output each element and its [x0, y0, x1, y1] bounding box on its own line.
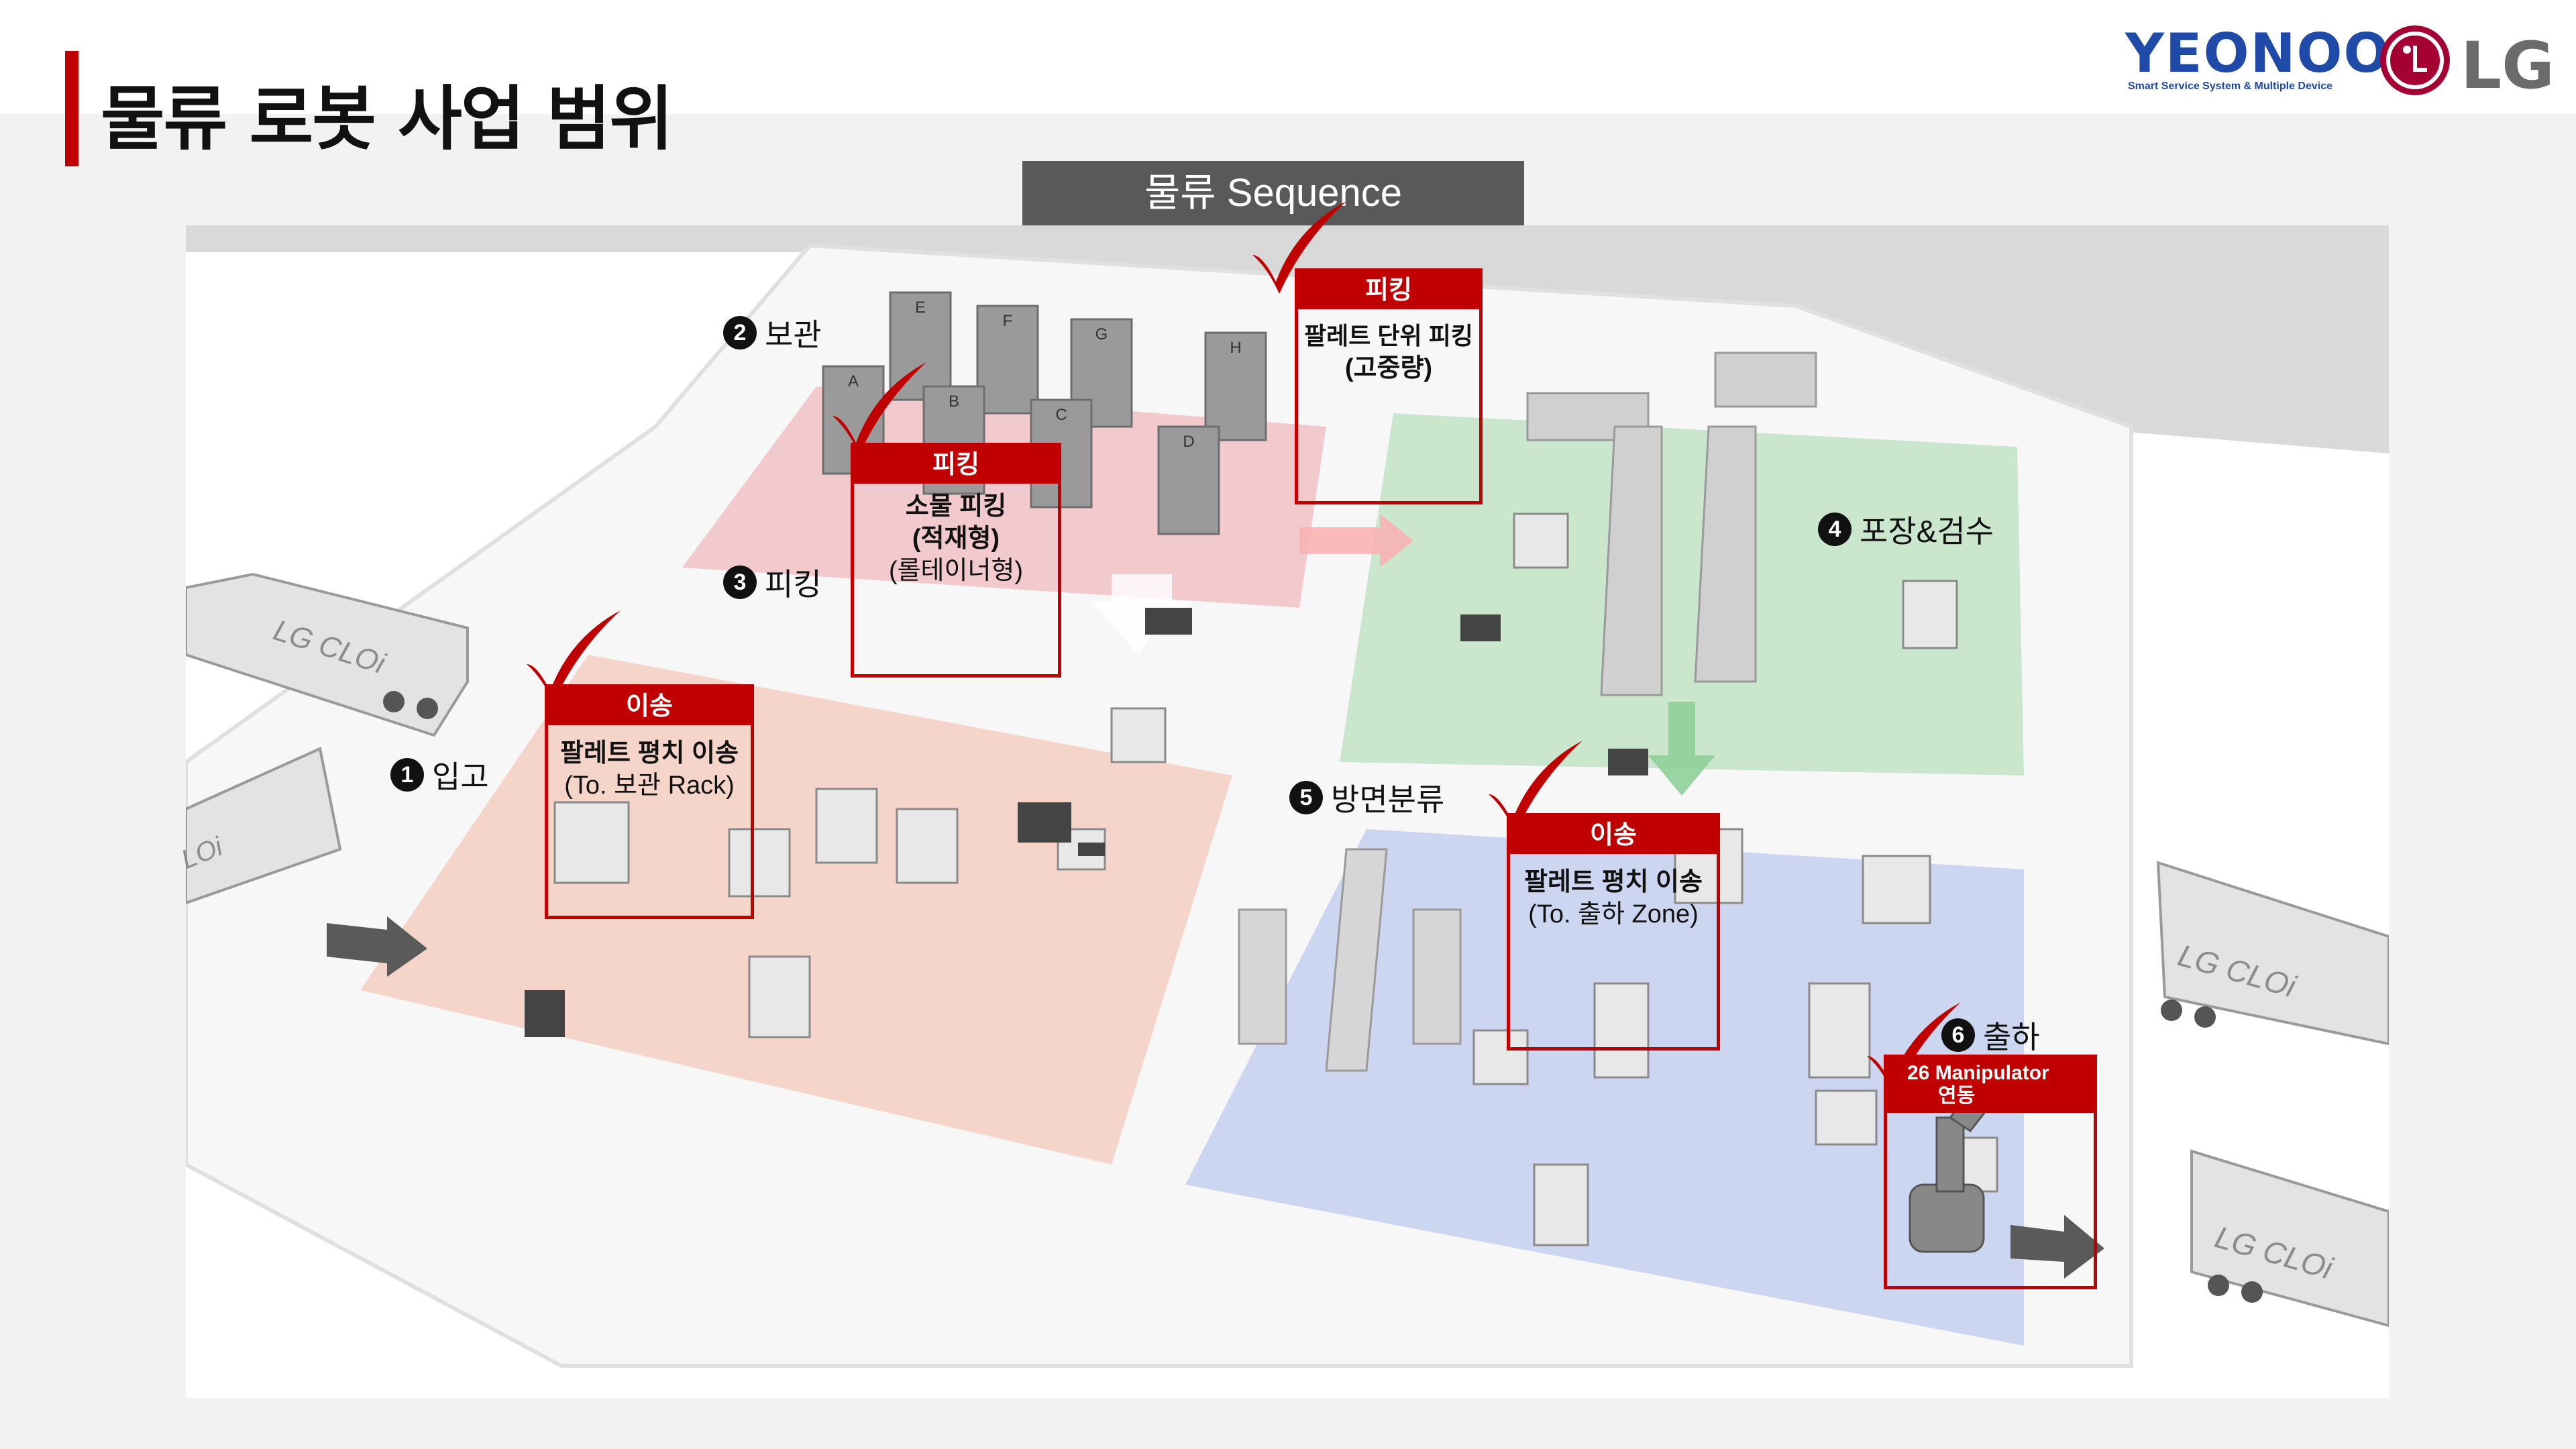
step-number-badge: 4	[1818, 513, 1851, 546]
floor-markers	[525, 608, 1648, 1037]
step-label-text: 출하	[1983, 1020, 2040, 1055]
callout-header: 이송	[1510, 816, 1717, 854]
yeonoo-logo: YEONOO Smart Service System & Multiple D…	[2125, 27, 2391, 93]
yeonoo-tagline: Smart Service System & Multiple Device	[2128, 80, 2333, 92]
callout-subtitle: (To. 보관 Rack)	[564, 771, 735, 800]
callout-subtitle: (롤테이너형)	[888, 557, 1024, 585]
step-number-badge: 5	[1289, 781, 1323, 814]
check-icon	[833, 362, 926, 455]
check-icon	[1867, 1002, 1961, 1095]
callout-header-line1: `26 Manipulator	[1900, 1062, 2049, 1084]
check-icon	[527, 610, 621, 703]
callout-header: 피킹	[854, 446, 1058, 484]
rack-letter-label: H	[1230, 339, 1241, 357]
title-accent-bar	[65, 51, 78, 166]
sequence-banner: 물류 Sequence	[1022, 161, 1524, 225]
header	[0, 0, 2576, 114]
step-label-text: 입고	[432, 759, 489, 794]
rack-letter-label: A	[848, 372, 859, 390]
step-number-badge: 6	[1941, 1018, 1975, 1052]
packing-conveyors	[1526, 352, 1817, 696]
callout-subtitle: (To. 출하 Zone)	[1528, 900, 1699, 928]
step-packing: 4 포장&검수	[1818, 507, 1994, 551]
rack-letter-label: F	[1003, 312, 1013, 330]
step-number-badge: 1	[390, 758, 424, 792]
callout-title: 팔레트 평치 이송	[1524, 868, 1703, 896]
truck-wheels	[383, 691, 2263, 1303]
callout-title: 팔레트 단위 피킹	[1304, 322, 1473, 350]
rack-letter-label: E	[915, 299, 926, 317]
step-number-badge: 3	[723, 566, 757, 599]
step-label-text: 피킹	[765, 567, 822, 602]
packing-zone	[1340, 413, 2024, 775]
callout-header: 이송	[548, 688, 751, 725]
inbound-dock-arrow	[327, 916, 427, 977]
callout-header-line2: 연동	[1938, 1085, 1976, 1107]
yeonoo-wordmark: YEONOO	[2125, 22, 2391, 85]
callout-subtitle: (고중량)	[1344, 354, 1433, 382]
step-storage: 2 보관	[723, 311, 822, 355]
page-title: 물류 로봇 사업 범위	[101, 78, 674, 160]
callout-header: 피킹	[1298, 272, 1479, 309]
sortation-line	[1238, 848, 1462, 1072]
lg-logo-icon	[2380, 25, 2450, 95]
callout-header: `26 Manipulator 연동	[1887, 1058, 2094, 1113]
lg-wordmark: LG	[2461, 28, 2555, 103]
inbound-zone	[360, 655, 1232, 1165]
callout-type: (적재형)	[912, 525, 1000, 553]
rack-letter-label: C	[1055, 406, 1067, 424]
step-shipping: 6 출하	[1941, 1013, 2040, 1057]
callout-title: 소물 피킹	[905, 492, 1007, 521]
sorting-zone	[1185, 829, 2024, 1346]
rack-letter-label: B	[949, 392, 959, 411]
callout-manipulator: `26 Manipulator 연동	[1884, 1055, 2097, 1289]
check-icon	[1252, 201, 1346, 294]
callout-small-picking: 피킹 소물 피킹 (적재형) (롤테이너형)	[851, 443, 1061, 678]
rack-letter-label: G	[1095, 325, 1108, 343]
step-label-text: 보관	[765, 317, 822, 352]
callout-transfer-to-rack: 이송 팔레트 평치 이송 (To. 보관 Rack)	[545, 684, 754, 919]
trucks	[186, 572, 2389, 1328]
check-icon	[1489, 741, 1582, 833]
callout-pallet-picking: 피킹 팔레트 단위 피킹 (고중량)	[1295, 268, 1483, 504]
rack-letter-label: D	[1183, 433, 1194, 451]
warehouse-floor-illustration: E F G H A B C D	[186, 225, 2389, 1398]
step-label-text: 방면분류	[1331, 782, 1445, 817]
step-label-text: 포장&검수	[1860, 514, 1994, 549]
outbound-dock-arrow	[2010, 1215, 2104, 1279]
step-number-badge: 2	[723, 316, 757, 350]
step-inbound: 1 입고	[390, 753, 489, 797]
step-picking: 3 피킹	[723, 560, 822, 604]
callout-title: 팔레트 평치 이송	[560, 739, 739, 767]
step-sorting: 5 방면분류	[1289, 775, 1444, 820]
robots-pallets	[553, 513, 1998, 1246]
callout-transfer-to-shipping: 이송 팔레트 평치 이송 (To. 출하 Zone)	[1507, 813, 1720, 1051]
